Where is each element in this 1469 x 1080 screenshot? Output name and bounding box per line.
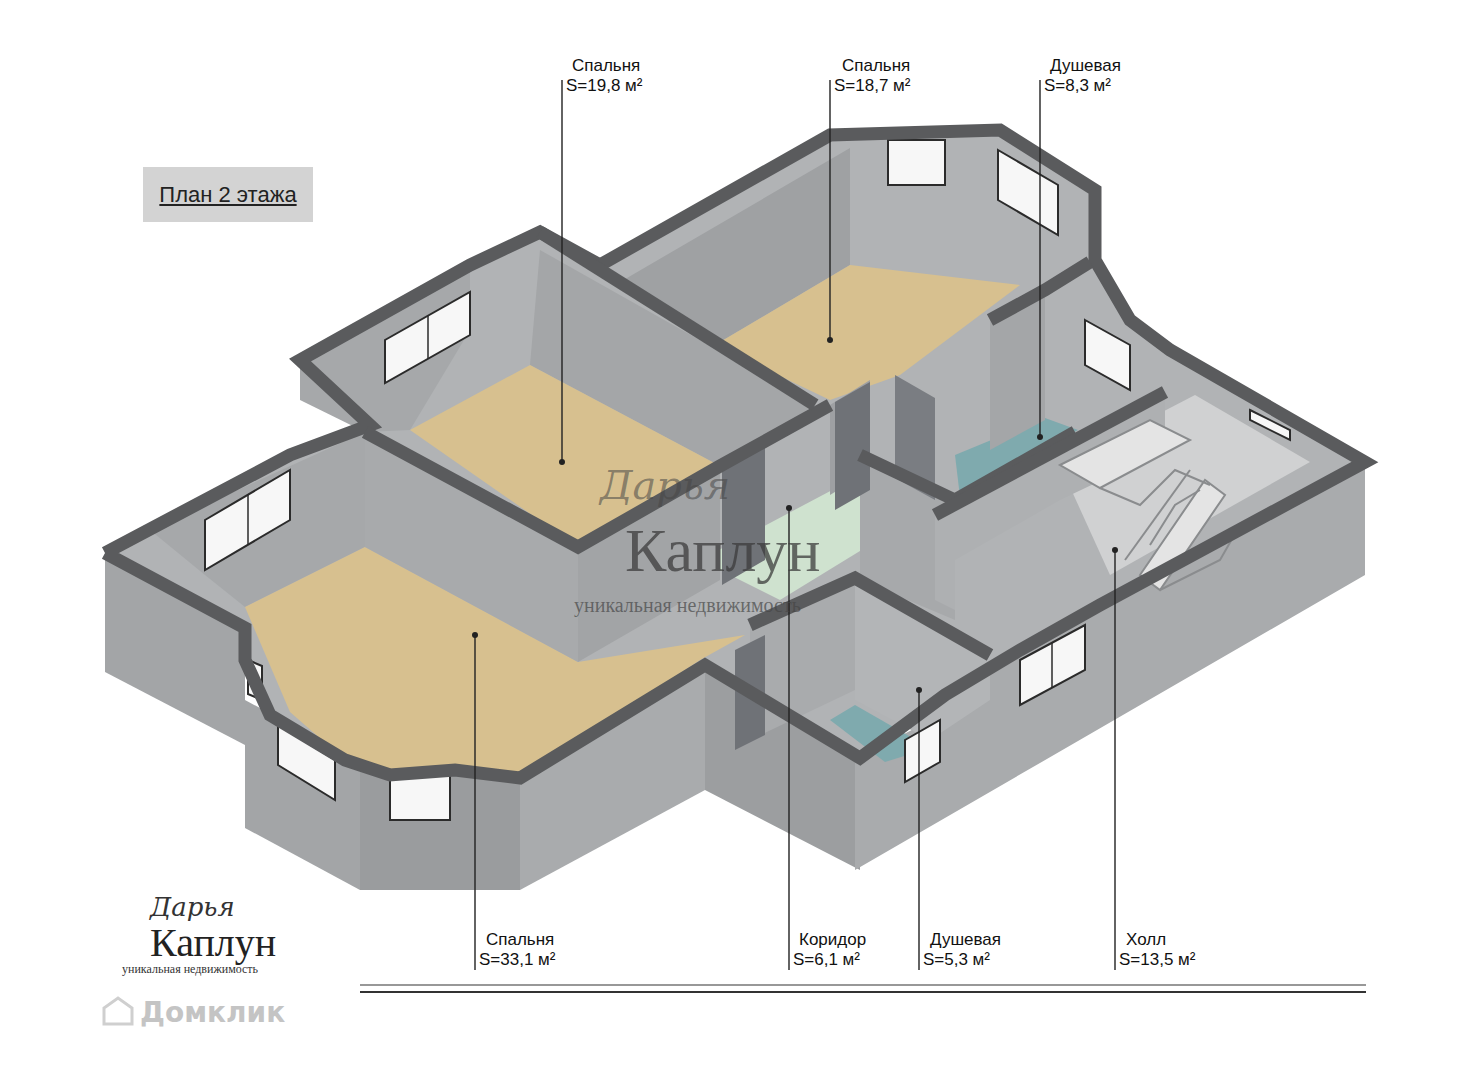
watermark: уникальная недвижимость <box>574 594 801 617</box>
plan-title: План 2 этажа <box>159 182 296 208</box>
logo: Дарья <box>150 893 235 923</box>
watermark: Домклик <box>140 997 285 1029</box>
room-area: S=18,7 м² <box>834 76 910 96</box>
room-area: S=33,1 м² <box>479 950 555 970</box>
room-name: Спальня <box>486 930 554 950</box>
window <box>205 140 1290 820</box>
room-name: Душевая <box>930 930 1001 950</box>
door <box>835 382 870 510</box>
room-name: Холл <box>1126 930 1166 950</box>
room-area: S=13,5 м² <box>1119 950 1195 970</box>
room-name: Душевая <box>1050 56 1121 76</box>
logo: Каплун <box>150 920 276 966</box>
room-name: Спальня <box>842 56 910 76</box>
leader-dot <box>472 337 1118 693</box>
room-area: S=19,8 м² <box>566 76 642 96</box>
leader-line <box>475 80 1115 970</box>
bedroom-floor <box>715 265 1020 400</box>
frame-rule <box>360 985 1366 992</box>
watermark-icon <box>104 998 132 1024</box>
room-area: S=5,3 м² <box>923 950 990 970</box>
room-name: Спальня <box>572 56 640 76</box>
title-box: План 2 этажа <box>143 167 313 222</box>
window-mullion <box>248 316 1052 688</box>
watermark: Каплун <box>625 515 821 586</box>
stairs <box>1060 420 1240 590</box>
wall-face <box>360 768 520 890</box>
room-area: S=8,3 м² <box>1044 76 1111 96</box>
wall-top <box>105 130 1365 778</box>
wall-face <box>365 432 578 662</box>
room-name: Коридор <box>799 930 866 950</box>
watermark: Дарья <box>600 462 730 508</box>
room-area: S=6,1 м² <box>793 950 860 970</box>
logo: уникальная недвижимость <box>122 963 258 977</box>
